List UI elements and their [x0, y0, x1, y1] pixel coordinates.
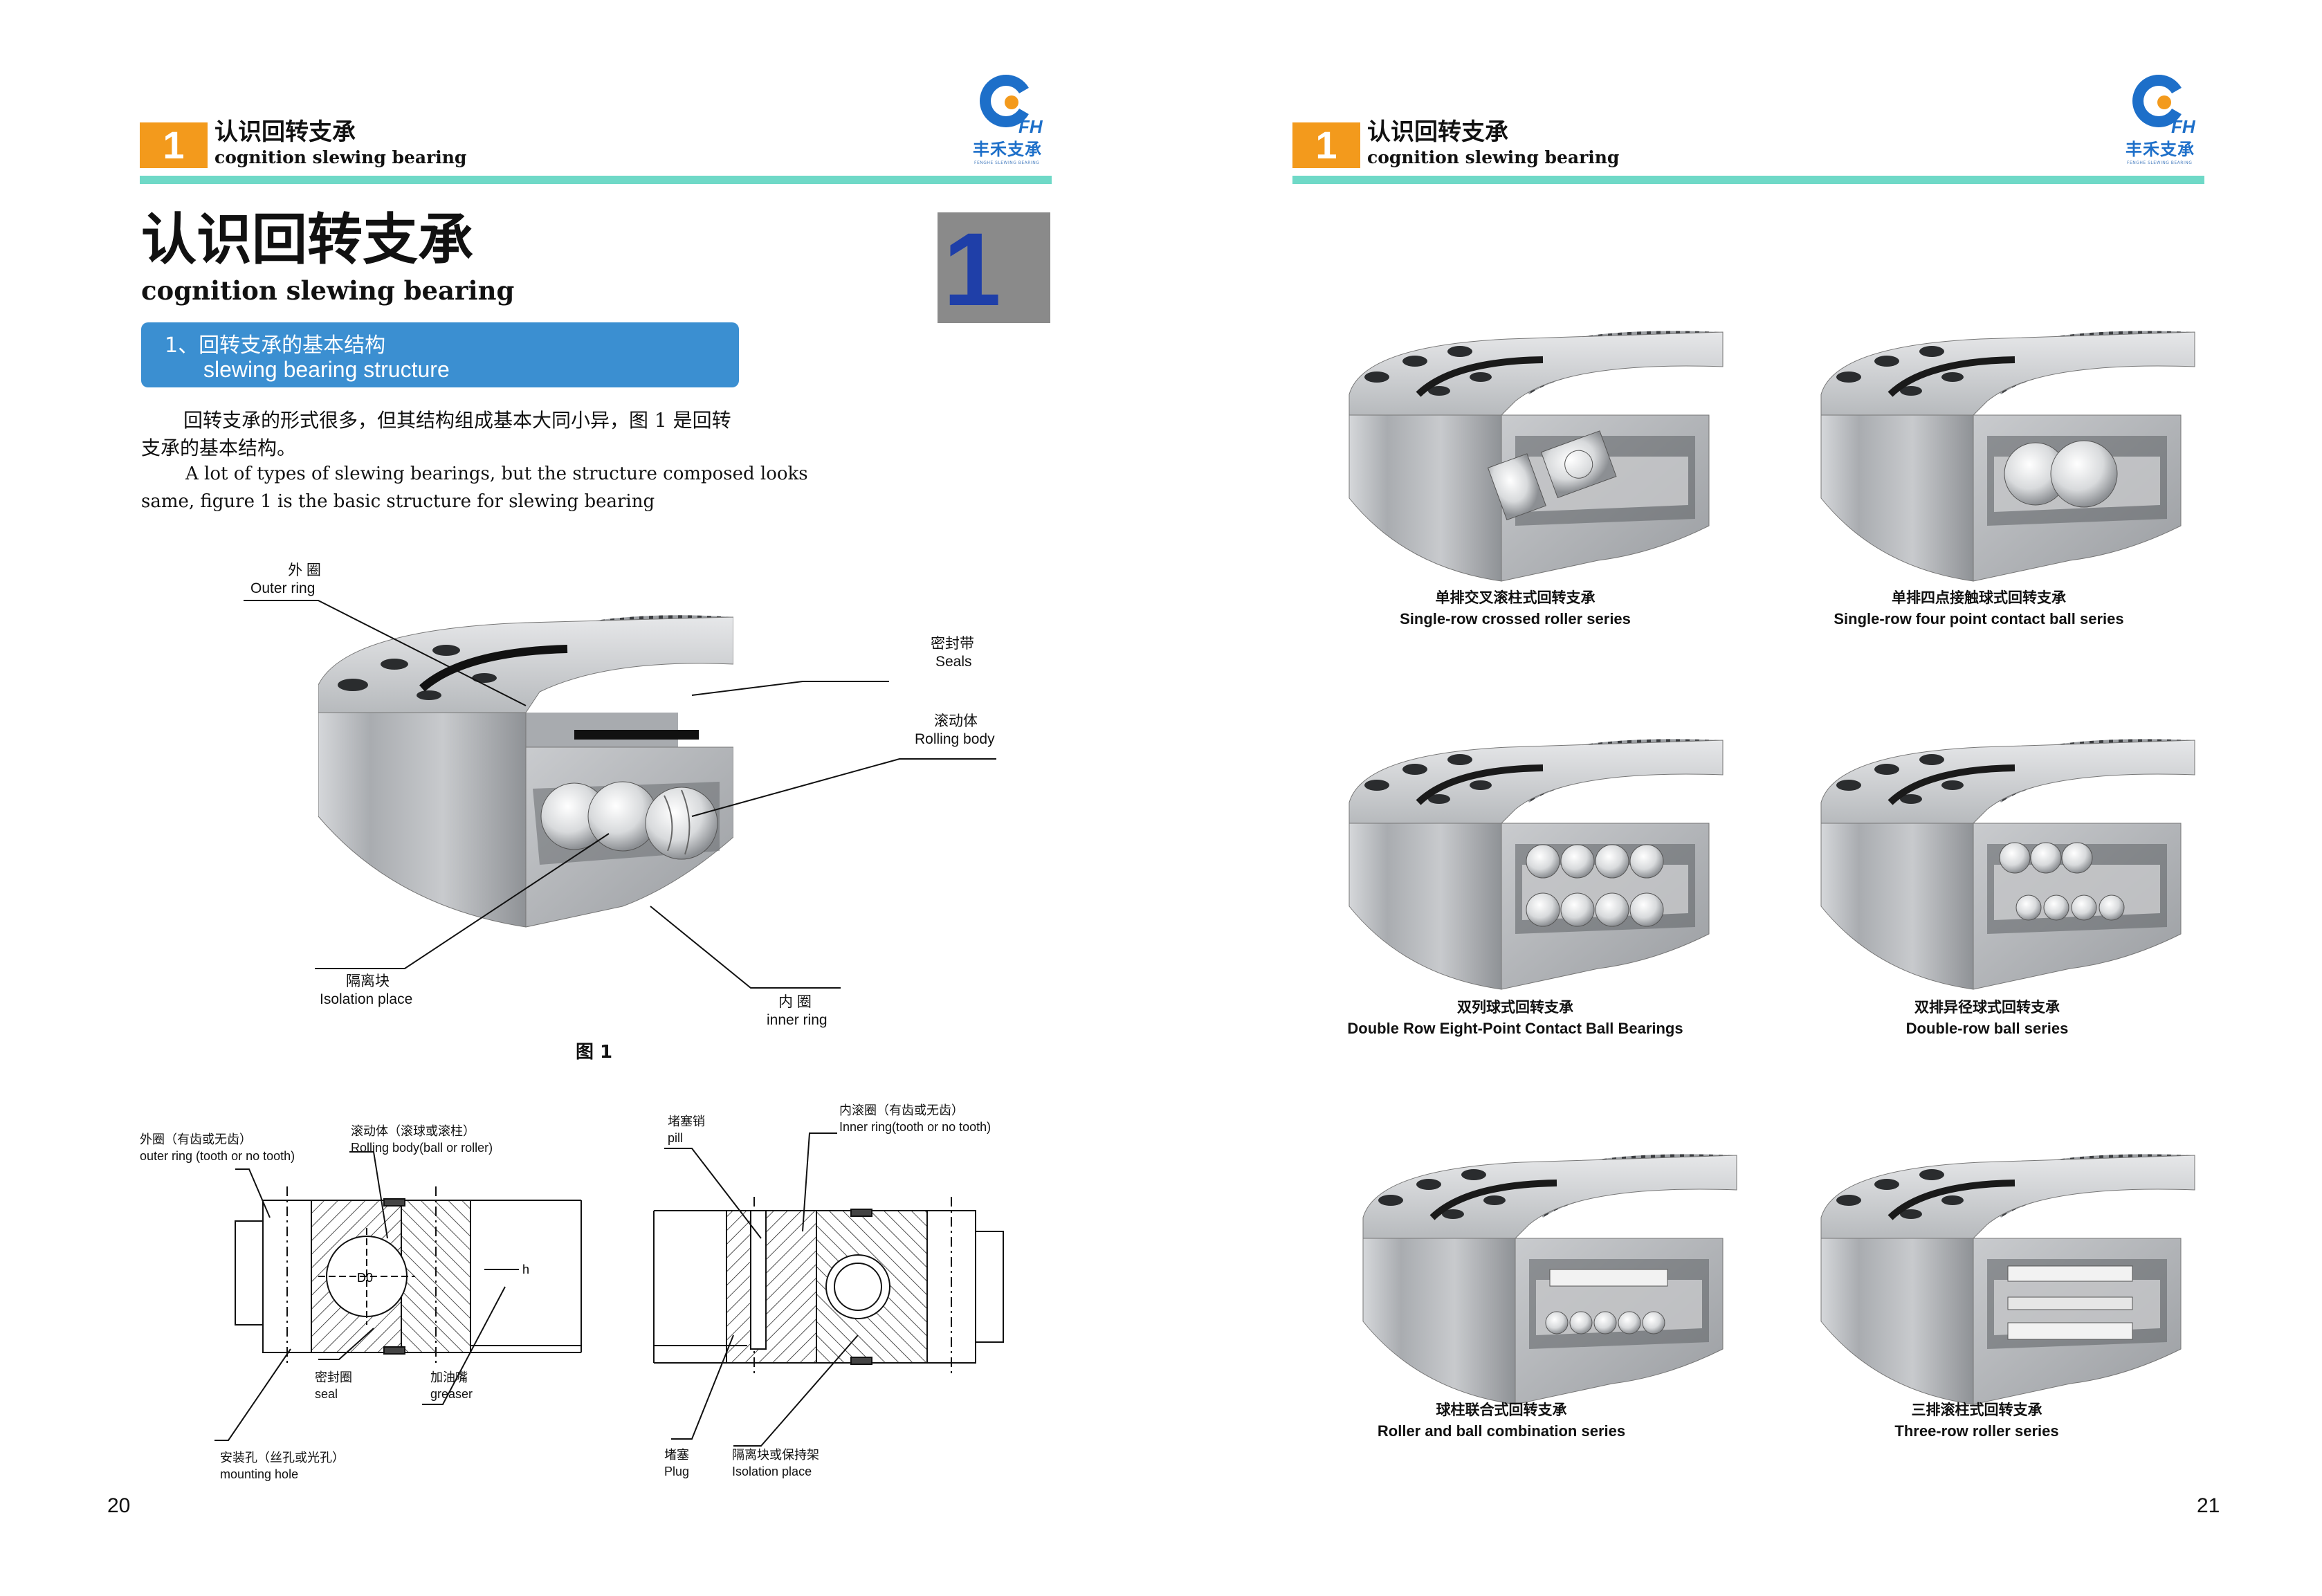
label-seals-en: Seals [935, 654, 972, 670]
sd-outer-ring-cn: 外圈（有齿或无齿） [140, 1132, 252, 1146]
chapter-badge-number: 1 [943, 211, 1001, 327]
sd-mounting-hole-en: mounting hole [220, 1467, 299, 1481]
series-image-6 [1807, 1141, 2209, 1418]
sd-isolation-en: Isolation place [732, 1465, 812, 1478]
section-leader-lines [214, 1132, 859, 1447]
para-en-line1: A lot of types of slewing bearings, but … [185, 464, 808, 484]
figure1-bearing-image [318, 609, 733, 941]
label-isolation-en: Isolation place [320, 991, 413, 1007]
page-number-left: 20 [107, 1494, 131, 1517]
sd-isolation-cn: 隔离块或保持架 [732, 1448, 819, 1462]
chapter-number-box-right: 1 [1292, 122, 1360, 168]
label-isolation-cn: 隔离块 [346, 973, 390, 989]
chapter-badge: 1 [938, 211, 1050, 327]
page-title-cn: 认识回转支承 [141, 207, 473, 272]
sd-pill-en: pill [668, 1131, 684, 1145]
series-image-2 [1807, 318, 2209, 595]
section-title-cn: 1、回转支承的基本结构 [165, 333, 386, 358]
para-cn-line2: 支承的基本结构。 [141, 437, 297, 459]
figure1-leader-lines [244, 600, 996, 989]
label-seals-cn: 密封带 [931, 636, 974, 652]
series-5-title-en: Roller and ball combination series [1377, 1422, 1626, 1440]
label-rolling-body-en: Rolling body [915, 731, 995, 747]
sd-outer-ring-en: outer ring (tooth or no tooth) [140, 1149, 295, 1163]
page-number-right: 21 [2197, 1494, 2220, 1517]
sd-inner-ring-en: Inner ring(tooth or no tooth) [839, 1120, 991, 1134]
header-rule [140, 176, 1052, 184]
series-1-title-cn: 单排交叉滚柱式回转支承 [1435, 589, 1596, 606]
company-logo-right: FH [2124, 69, 2207, 133]
sd-mounting-hole-cn: 安装孔（丝孔或光孔） [220, 1451, 345, 1465]
logo-name-en-right: FENGHE SLEWING BEARING [2127, 160, 2193, 165]
series-1-title-en: Single-row crossed roller series [1400, 610, 1631, 627]
header-title-en-right: cognition slewing bearing [1367, 147, 1620, 167]
label-rolling-body-cn: 滚动体 [934, 713, 978, 729]
sd-seal-en: seal [315, 1387, 338, 1401]
sd-pill-cn: 堵塞销 [668, 1115, 705, 1128]
header-title-cn: 认识回转支承 [214, 118, 356, 146]
sd-rolling-body-cn: 滚动体（滚球或滚柱） [351, 1124, 475, 1138]
sd-greaser-en: greaser [430, 1387, 473, 1401]
sd-rolling-body-en: Rolling body(ball or roller) [351, 1141, 493, 1155]
sd-greaser-cn: 加油嘴 [430, 1370, 468, 1384]
header-rule-right [1292, 176, 2204, 184]
company-logo: FH [971, 69, 1054, 133]
label-outer-ring-en: Outer ring [250, 580, 316, 596]
series-4-title-cn: 双排异径球式回转支承 [1914, 999, 2060, 1016]
para-en-line2: same, figure 1 is the basic structure fo… [141, 491, 655, 512]
label-inner-ring-cn: 内 圈 [778, 994, 812, 1010]
page-title-en: cognition slewing bearing [141, 275, 515, 306]
sd-seal-cn: 密封圈 [315, 1370, 352, 1384]
svg-text:h: h [522, 1263, 529, 1276]
section-banner: 1、回转支承的基本结构 slewing bearing structure [141, 322, 739, 387]
series-6-title-cn: 三排滚柱式回转支承 [1911, 1402, 2042, 1418]
chapter-number-box: 1 [140, 122, 208, 168]
label-inner-ring-en: inner ring [767, 1012, 828, 1028]
series-image-4 [1807, 726, 2209, 1003]
sd-plug-en: Plug [664, 1465, 690, 1478]
label-outer-ring-cn: 外 圈 [288, 562, 321, 578]
figure1-caption: 图 1 [576, 1042, 613, 1063]
series-image-1 [1335, 318, 1737, 595]
logo-name-cn-right: 丰禾支承 [2126, 140, 2195, 159]
fh-logo-icon: FH [980, 75, 1043, 133]
series-4-title-en: Double-row ball series [1905, 1020, 2069, 1037]
series-image-5 [1349, 1141, 1750, 1418]
section-drawing-outer: D0 h [235, 1186, 582, 1366]
series-3-title-cn: 双列球式回转支承 [1457, 999, 1573, 1016]
series-6-title-en: Three-row roller series [1894, 1422, 2059, 1440]
series-image-3 [1335, 726, 1737, 1003]
header-title-en: cognition slewing bearing [214, 147, 467, 167]
header-title-cn-right: 认识回转支承 [1367, 118, 1508, 146]
svg-text:D0: D0 [357, 1271, 373, 1285]
section-title-en: slewing bearing structure [203, 357, 450, 382]
series-3-title-en: Double Row Eight-Point Contact Ball Bear… [1347, 1020, 1683, 1037]
series-2-title-en: Single-row four point contact ball serie… [1834, 610, 2124, 627]
svg-text:FH: FH [2171, 116, 2196, 133]
logo-name-en: FENGHE SLEWING BEARING [974, 160, 1040, 165]
svg-text:FH: FH [1018, 116, 1043, 133]
series-5-title-cn: 球柱联合式回转支承 [1436, 1402, 1567, 1418]
logo-name-cn: 丰禾支承 [973, 140, 1042, 159]
fh-logo-icon: FH [2132, 75, 2196, 133]
para-cn-line1: 回转支承的形式很多，但其结构组成基本大同小异，图 1 是回转 [183, 409, 731, 432]
sd-inner-ring-cn: 内滚圈（有齿或无齿） [839, 1103, 964, 1117]
series-2-title-cn: 单排四点接触球式回转支承 [1892, 589, 2066, 606]
section-drawing-inner [653, 1197, 1004, 1377]
sd-plug-cn: 堵塞 [664, 1448, 689, 1462]
